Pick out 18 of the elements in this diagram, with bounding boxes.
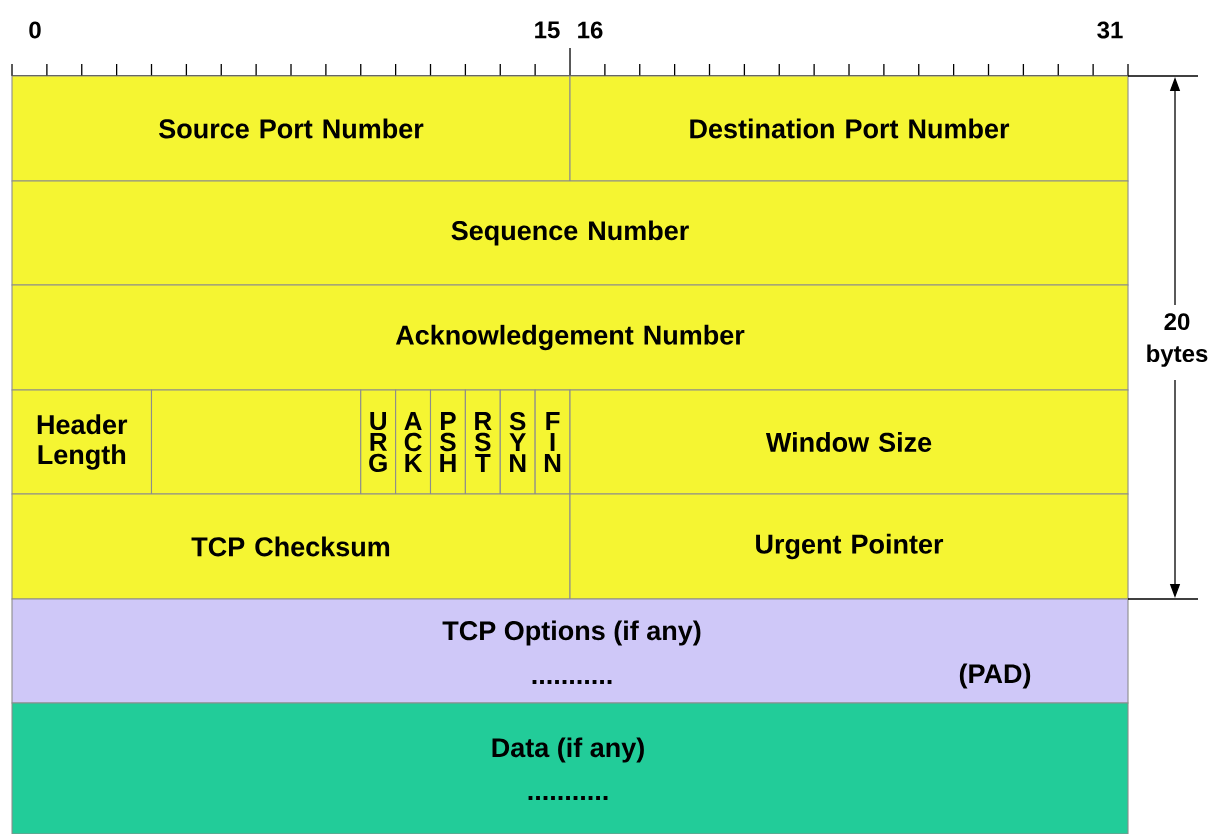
flag-cell: A C K: [395, 389, 432, 495]
field-band: TCP Options (if any) ........... (PAD): [11, 598, 1129, 704]
bit-number: 15: [535, 21, 560, 39]
field-cell: Source Port Number: [11, 75, 571, 182]
flag-cell: F I N: [534, 389, 571, 495]
flag-cell: R S T: [464, 389, 501, 495]
field-cell: Urgent Pointer: [569, 493, 1129, 600]
flag-cell: P S H: [429, 389, 466, 495]
field-band: Data (if any) ...........: [11, 702, 1129, 834]
bit-number: 16: [578, 21, 603, 39]
bit-number: 31: [1097, 21, 1123, 39]
dimension-label: 20 bytes: [1147, 313, 1208, 367]
field-cell: Header Length: [11, 389, 153, 495]
field-cell: Sequence Number: [11, 180, 1129, 286]
bit-number: 0: [29, 21, 41, 39]
field-cell: Destination Port Number: [569, 75, 1129, 182]
flag-cell: S Y N: [499, 389, 536, 495]
flag-cell: U R G: [360, 389, 397, 495]
